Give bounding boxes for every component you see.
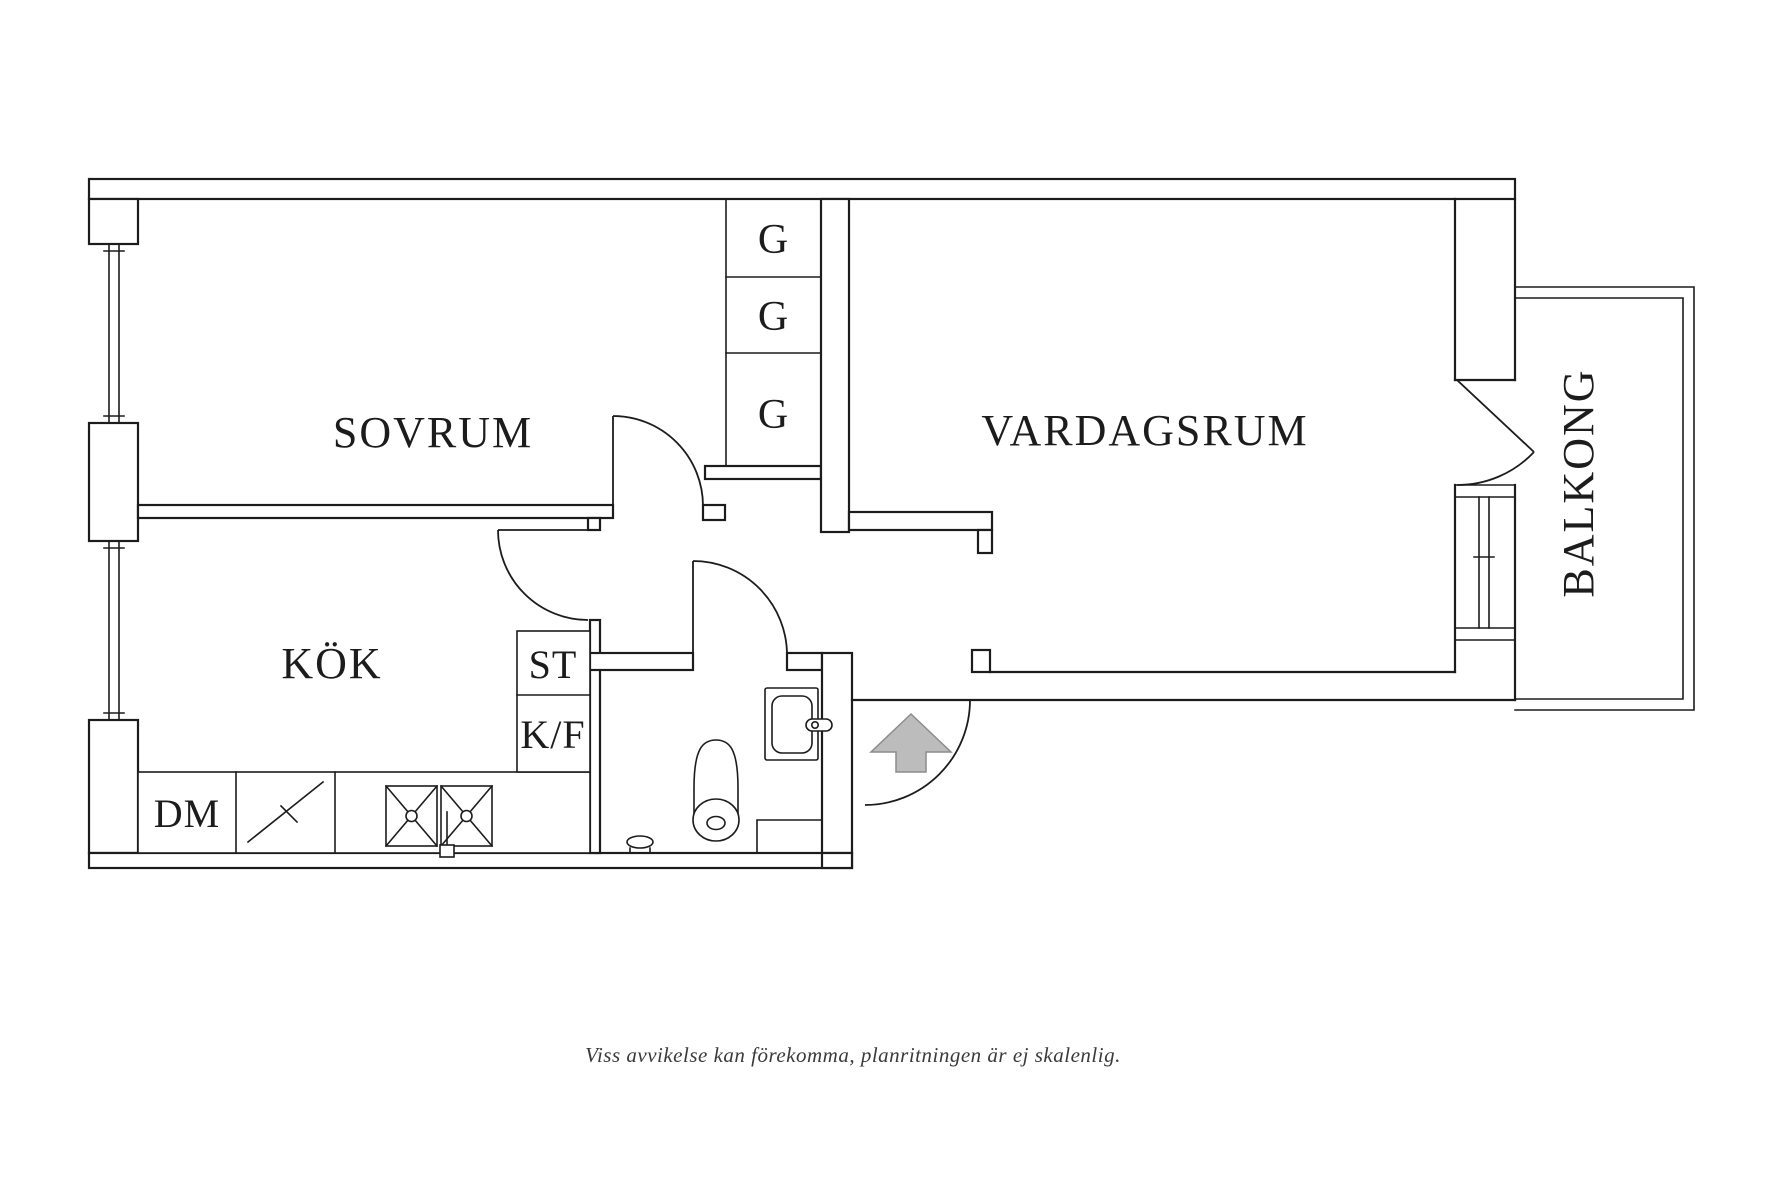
label-living-room: VARDAGSRUM [981, 406, 1308, 455]
tall-cabinets [516, 630, 591, 773]
entrance-door-arc [864, 699, 971, 806]
label-bedroom: SOVRUM [333, 408, 533, 457]
kitchen-counter [137, 771, 591, 854]
label-fridge-freezer: K/F [520, 712, 585, 757]
wall-bathroom-right-foot [820, 851, 854, 870]
kitchen-door-arc [497, 529, 589, 621]
wall-bedroom-kitchen [136, 503, 615, 520]
wall-jamb-bedroom-door [701, 503, 727, 522]
floor-drain-icon [626, 835, 654, 854]
wall-bathroom-top-left [588, 651, 695, 672]
balcony-door-arc [1456, 451, 1535, 486]
entrance-door [864, 699, 971, 806]
window-kitchen [88, 540, 139, 721]
cabinet-outline [516, 630, 591, 773]
washbasin-icon [764, 687, 833, 761]
wall-top [87, 177, 1517, 201]
wall-closet-bottom [703, 464, 823, 481]
counter-outline [137, 771, 591, 854]
bathroom-door [692, 560, 788, 656]
stove-symbol [246, 780, 325, 844]
wall-left-middle [87, 421, 140, 543]
balcony-door [1456, 379, 1535, 486]
label-closet-1: G [758, 217, 788, 263]
kitchen-door [497, 529, 589, 621]
window-bedroom [88, 243, 139, 424]
balcony-railing [1514, 286, 1695, 711]
wall-jamb-living-passage-bottom [970, 648, 992, 674]
sink-right-icon [439, 784, 494, 848]
wall-bottom-left [87, 851, 854, 870]
wall-bathroom-top-right [785, 651, 824, 672]
wall-bathroom-right [820, 651, 854, 855]
wall-jamb-kitchen-door [586, 516, 602, 532]
label-balcony: BALKONG [1554, 368, 1603, 597]
faucet-icon [439, 811, 455, 858]
sink-left-icon [384, 784, 439, 848]
balcony-door-leaf [1456, 379, 1535, 453]
wall-closet-living [819, 197, 851, 534]
bathroom-door-arc [692, 560, 788, 656]
bedroom-door-arc [612, 415, 704, 507]
wall-left-lower [87, 718, 140, 855]
window-living-room [1454, 484, 1516, 641]
wall-left-upper [87, 197, 140, 246]
wall-jamb-living-passage-top [976, 528, 994, 555]
bedroom-door [612, 415, 704, 507]
label-kitchen: KÖK [281, 639, 382, 688]
closet-block [725, 198, 822, 467]
label-cleaning-cabinet: ST [529, 642, 578, 687]
disclaimer-text: Viss avvikelse kan förekomma, planritnin… [585, 1043, 1121, 1067]
label-closet-2: G [758, 294, 788, 340]
toilet-icon [692, 739, 740, 842]
wall-hall-living [847, 510, 994, 532]
label-closet-3: G [758, 392, 788, 438]
label-dishwasher: DM [154, 791, 220, 836]
entry-arrow-icon [869, 712, 953, 773]
bathroom-corner-step [756, 819, 823, 854]
